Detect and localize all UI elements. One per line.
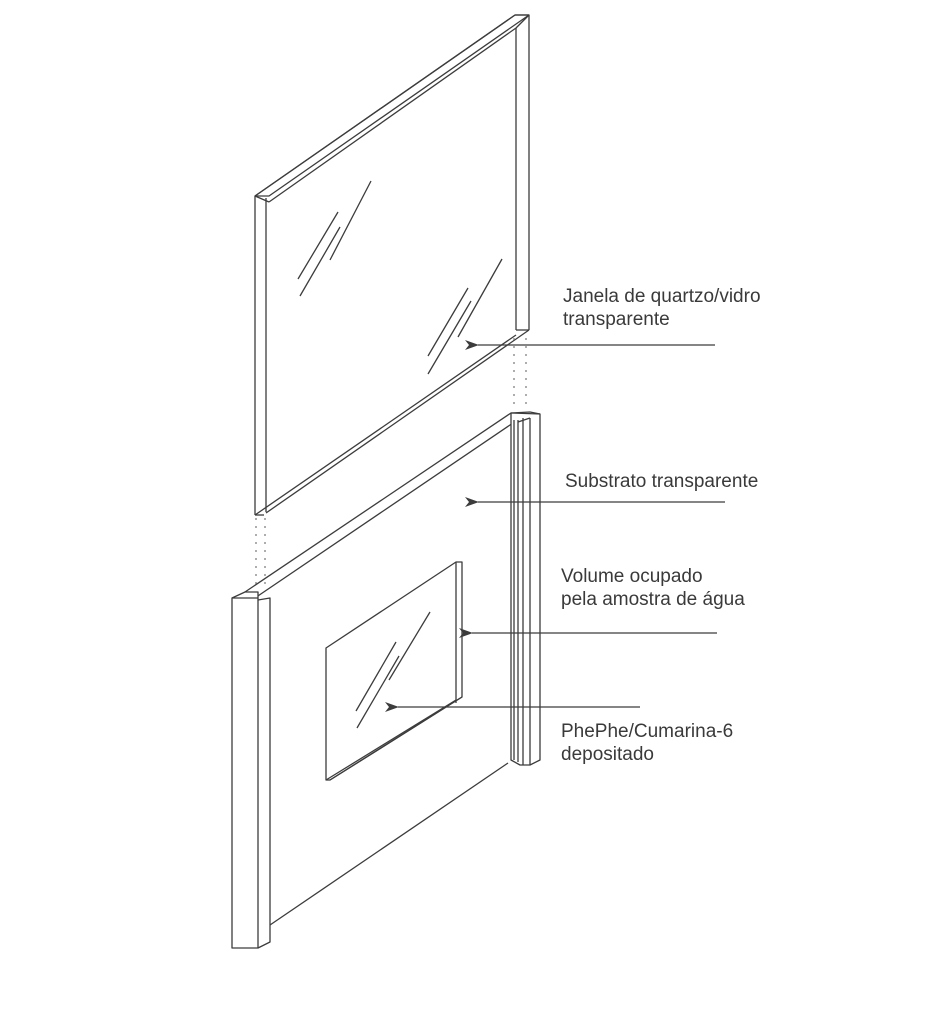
deposited-film: [325, 561, 463, 781]
label-transparent-substrate: Substrato transparente: [565, 471, 759, 492]
label-water-sample-volume: Volume ocupado pela amostra de água: [561, 566, 745, 610]
substrate-assembly: [231, 411, 541, 949]
quartz-window-pane: [254, 14, 530, 516]
label-quartz-window: Janela de quartzo/vidro transparente: [563, 286, 761, 330]
alignment-guides: [255, 338, 527, 590]
label-deposited-film: PhePhe/Cumarina-6 depositado: [561, 721, 734, 765]
